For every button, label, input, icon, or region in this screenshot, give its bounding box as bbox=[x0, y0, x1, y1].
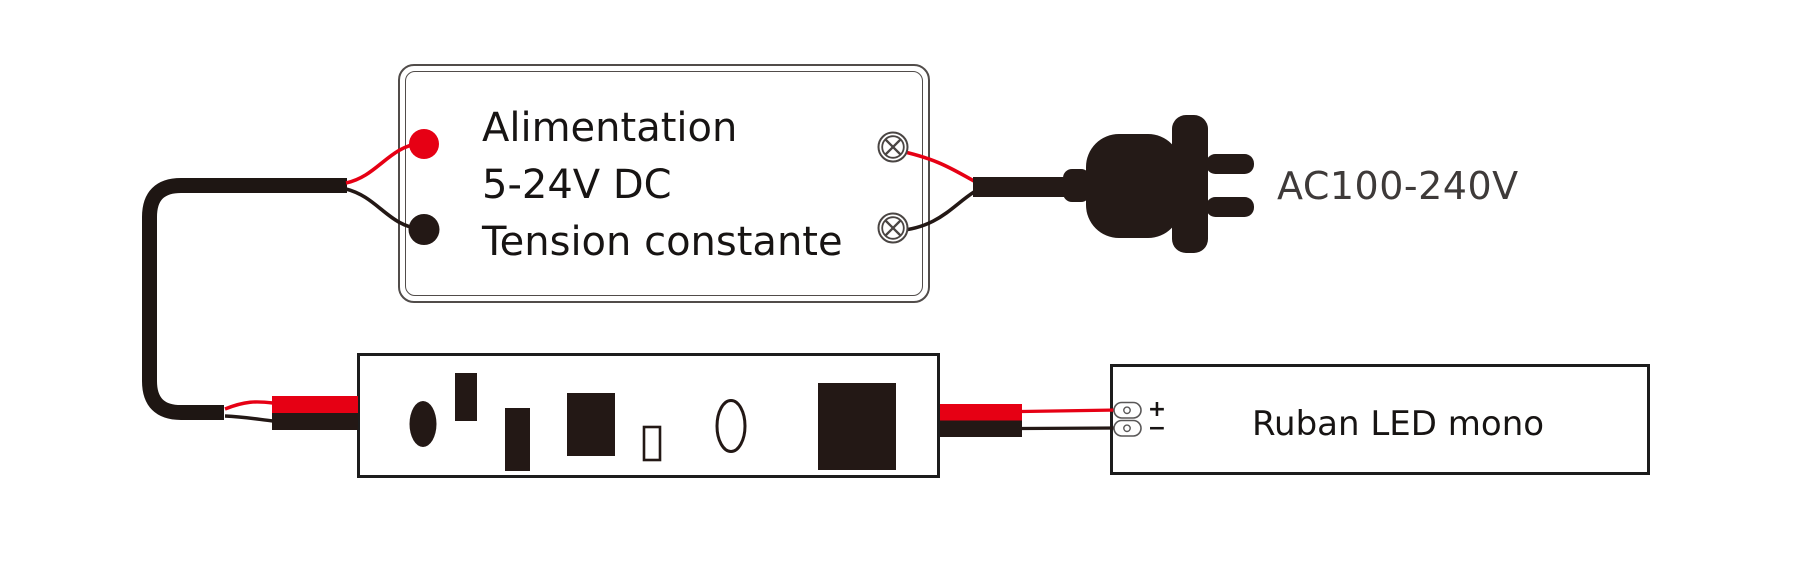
pcb-component-chip-2 bbox=[818, 383, 896, 470]
solder-pad-plus-hole bbox=[1123, 406, 1131, 415]
terminal-dot-positive bbox=[409, 129, 439, 159]
ribbon-black-left bbox=[272, 413, 358, 430]
screw-terminal-top-icon bbox=[877, 131, 909, 163]
ribbon-red-left bbox=[272, 396, 358, 413]
pcb-component-rect-2 bbox=[505, 408, 530, 471]
psu-label-line2: 5-24V DC bbox=[482, 162, 672, 208]
plug-cord bbox=[973, 177, 1073, 197]
led-strip-box: Ruban LED mono bbox=[1110, 364, 1650, 475]
ribbon-red-right bbox=[940, 404, 1022, 421]
pcb-components bbox=[409, 373, 896, 471]
pcb-component-capacitor bbox=[409, 401, 437, 447]
wire-red-led-output bbox=[1021, 408, 1119, 414]
wire-black-led-output bbox=[1021, 426, 1119, 431]
led-solder-pads bbox=[1113, 401, 1142, 437]
screw-terminal-bottom-icon bbox=[877, 212, 909, 244]
wire-red-psu-input bbox=[345, 141, 422, 185]
ac-voltage-label: AC100-240V bbox=[1277, 164, 1519, 208]
wire-red-controller-input bbox=[224, 400, 274, 411]
psu-label-line3: Tension constante bbox=[482, 219, 843, 265]
plug-body bbox=[1086, 134, 1181, 238]
wire-black-psu-input bbox=[345, 187, 422, 231]
power-supply-label: Alimentation 5-24V DC Tension constante bbox=[482, 100, 843, 271]
polarity-plus-label: + bbox=[1147, 397, 1167, 422]
pcb-component-chip-1 bbox=[567, 393, 615, 456]
wire-red-ac-side bbox=[895, 148, 975, 183]
ribbon-black-right bbox=[940, 420, 1022, 437]
wire-black-controller-input bbox=[224, 414, 274, 423]
plug-prong-bottom bbox=[1206, 197, 1254, 217]
plug-head bbox=[1172, 115, 1208, 253]
polarity-minus-label: − bbox=[1147, 416, 1167, 441]
terminal-dot-negative bbox=[408, 214, 440, 245]
power-supply-box bbox=[398, 64, 930, 303]
pcb-component-resistor-outline bbox=[642, 425, 662, 462]
plug-prong-top bbox=[1206, 154, 1254, 174]
power-supply-inner-border bbox=[405, 71, 923, 296]
solder-pad-minus-hole bbox=[1123, 424, 1131, 433]
dc-cable bbox=[142, 178, 347, 420]
led-strip-label: Ruban LED mono bbox=[1251, 403, 1545, 444]
pcb-component-rect-1 bbox=[455, 373, 477, 421]
psu-label-line1: Alimentation bbox=[482, 105, 738, 151]
power-plug-icon bbox=[973, 115, 1254, 253]
pcb-component-ellipse-outline bbox=[715, 399, 747, 453]
plug-neck bbox=[1063, 169, 1090, 202]
